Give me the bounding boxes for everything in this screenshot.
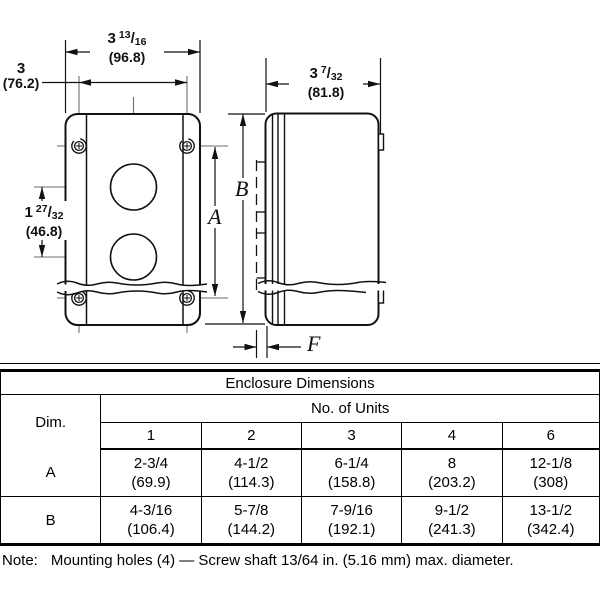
row-b-cell-6: 13-1/2(342.4) — [501, 496, 600, 545]
row-b-cell-2: 5-7/8(144.2) — [200, 496, 302, 545]
footnote-text: Mounting holes (4) — Screw shaft 13/64 i… — [50, 552, 514, 569]
units-group-header: No. of Units — [100, 394, 600, 423]
unit-count-header-row: 1 2 3 4 6 — [1, 422, 600, 450]
row-a-cell-6: 12-1/8(308) — [501, 449, 600, 497]
dimension-arrowheads — [38, 48, 380, 351]
enclosure-drawing: 3 13/16 (96.8) 3 (76.2) 1 27/32 (46.8) 3… — [0, 27, 387, 358]
unit-col-header-4: 4 — [401, 422, 503, 450]
footnote-label: Note: — [2, 552, 38, 569]
dim-a-letter: A — [204, 206, 226, 228]
dim-depth-mm: (81.8) — [307, 84, 345, 100]
side-view — [264, 112, 385, 326]
dim-hole-spacing-inches: 1 27/32 — [24, 203, 64, 222]
dim-depth-inches: 3 7/32 — [309, 64, 343, 83]
break-line-side — [257, 280, 387, 295]
pushbutton-hole-bottom — [109, 233, 158, 281]
row-b-cell-3: 7-9/16(192.1) — [300, 496, 402, 545]
dim-depth-label: 3 7/32 (81.8) — [289, 62, 363, 101]
row-a-cell-3: 6-1/4(158.8) — [300, 449, 402, 497]
dim-mounting-width-label: 3 (76.2) — [0, 60, 42, 92]
row-b-cell-1: 4-3/16(106.4) — [100, 496, 202, 545]
dim-overall-width-label: 3 13/16 (96.8) — [90, 27, 164, 66]
side-view-outline — [264, 112, 380, 326]
table-row-b: B 4-3/16(106.4) 5-7/8(144.2) 7-9/16(192.… — [0, 496, 600, 545]
dim-mounting-width-inches: 3 — [16, 60, 26, 77]
dim-f-letter: F — [303, 333, 325, 355]
row-a-cell-4: 8(203.2) — [401, 449, 503, 497]
enclosure-dimensions-table: Enclosure Dimensions Dim. No. of Units 1… — [0, 369, 600, 546]
side-tab-top — [377, 133, 385, 151]
footnote: Note: Mounting holes (4) — Screw shaft 13… — [2, 552, 514, 569]
row-a-cell-1: 2-3/4(69.9) — [100, 449, 202, 497]
dim-column-header: Dim. — [0, 394, 102, 449]
row-b-cell-4: 9-1/2(241.3) — [401, 496, 503, 545]
dim-mounting-width-mm: (76.2) — [2, 75, 40, 91]
dim-hole-spacing-label: 1 27/32 (46.8) — [14, 201, 74, 240]
table-row-a: A 2-3/4(69.9) 4-1/2(114.3) 6-1/4(158.8) … — [0, 449, 600, 497]
side-tab-bottom — [377, 288, 385, 304]
hidden-dashed-line — [255, 160, 265, 293]
pushbutton-hole-top — [109, 163, 158, 211]
row-a-label: A — [0, 449, 102, 497]
dim-b-letter: B — [231, 178, 253, 200]
mounting-screw — [179, 138, 195, 154]
separator-rule — [0, 363, 600, 364]
dim-overall-width-mm: (96.8) — [108, 49, 146, 65]
table-title: Enclosure Dimensions — [0, 370, 600, 395]
row-a-cell-2: 4-1/2(114.3) — [200, 449, 302, 497]
unit-col-header-2: 2 — [200, 422, 302, 450]
unit-col-header-1: 1 — [100, 422, 202, 450]
row-b-label: B — [0, 496, 102, 545]
dim-hole-spacing-mm: (46.8) — [25, 223, 63, 239]
mounting-screw — [71, 138, 87, 154]
unit-col-header-6: 6 — [501, 422, 600, 450]
unit-col-header-3: 3 — [300, 422, 402, 450]
dim-overall-width-inches: 3 13/16 — [107, 29, 147, 48]
break-line-front — [56, 280, 208, 296]
